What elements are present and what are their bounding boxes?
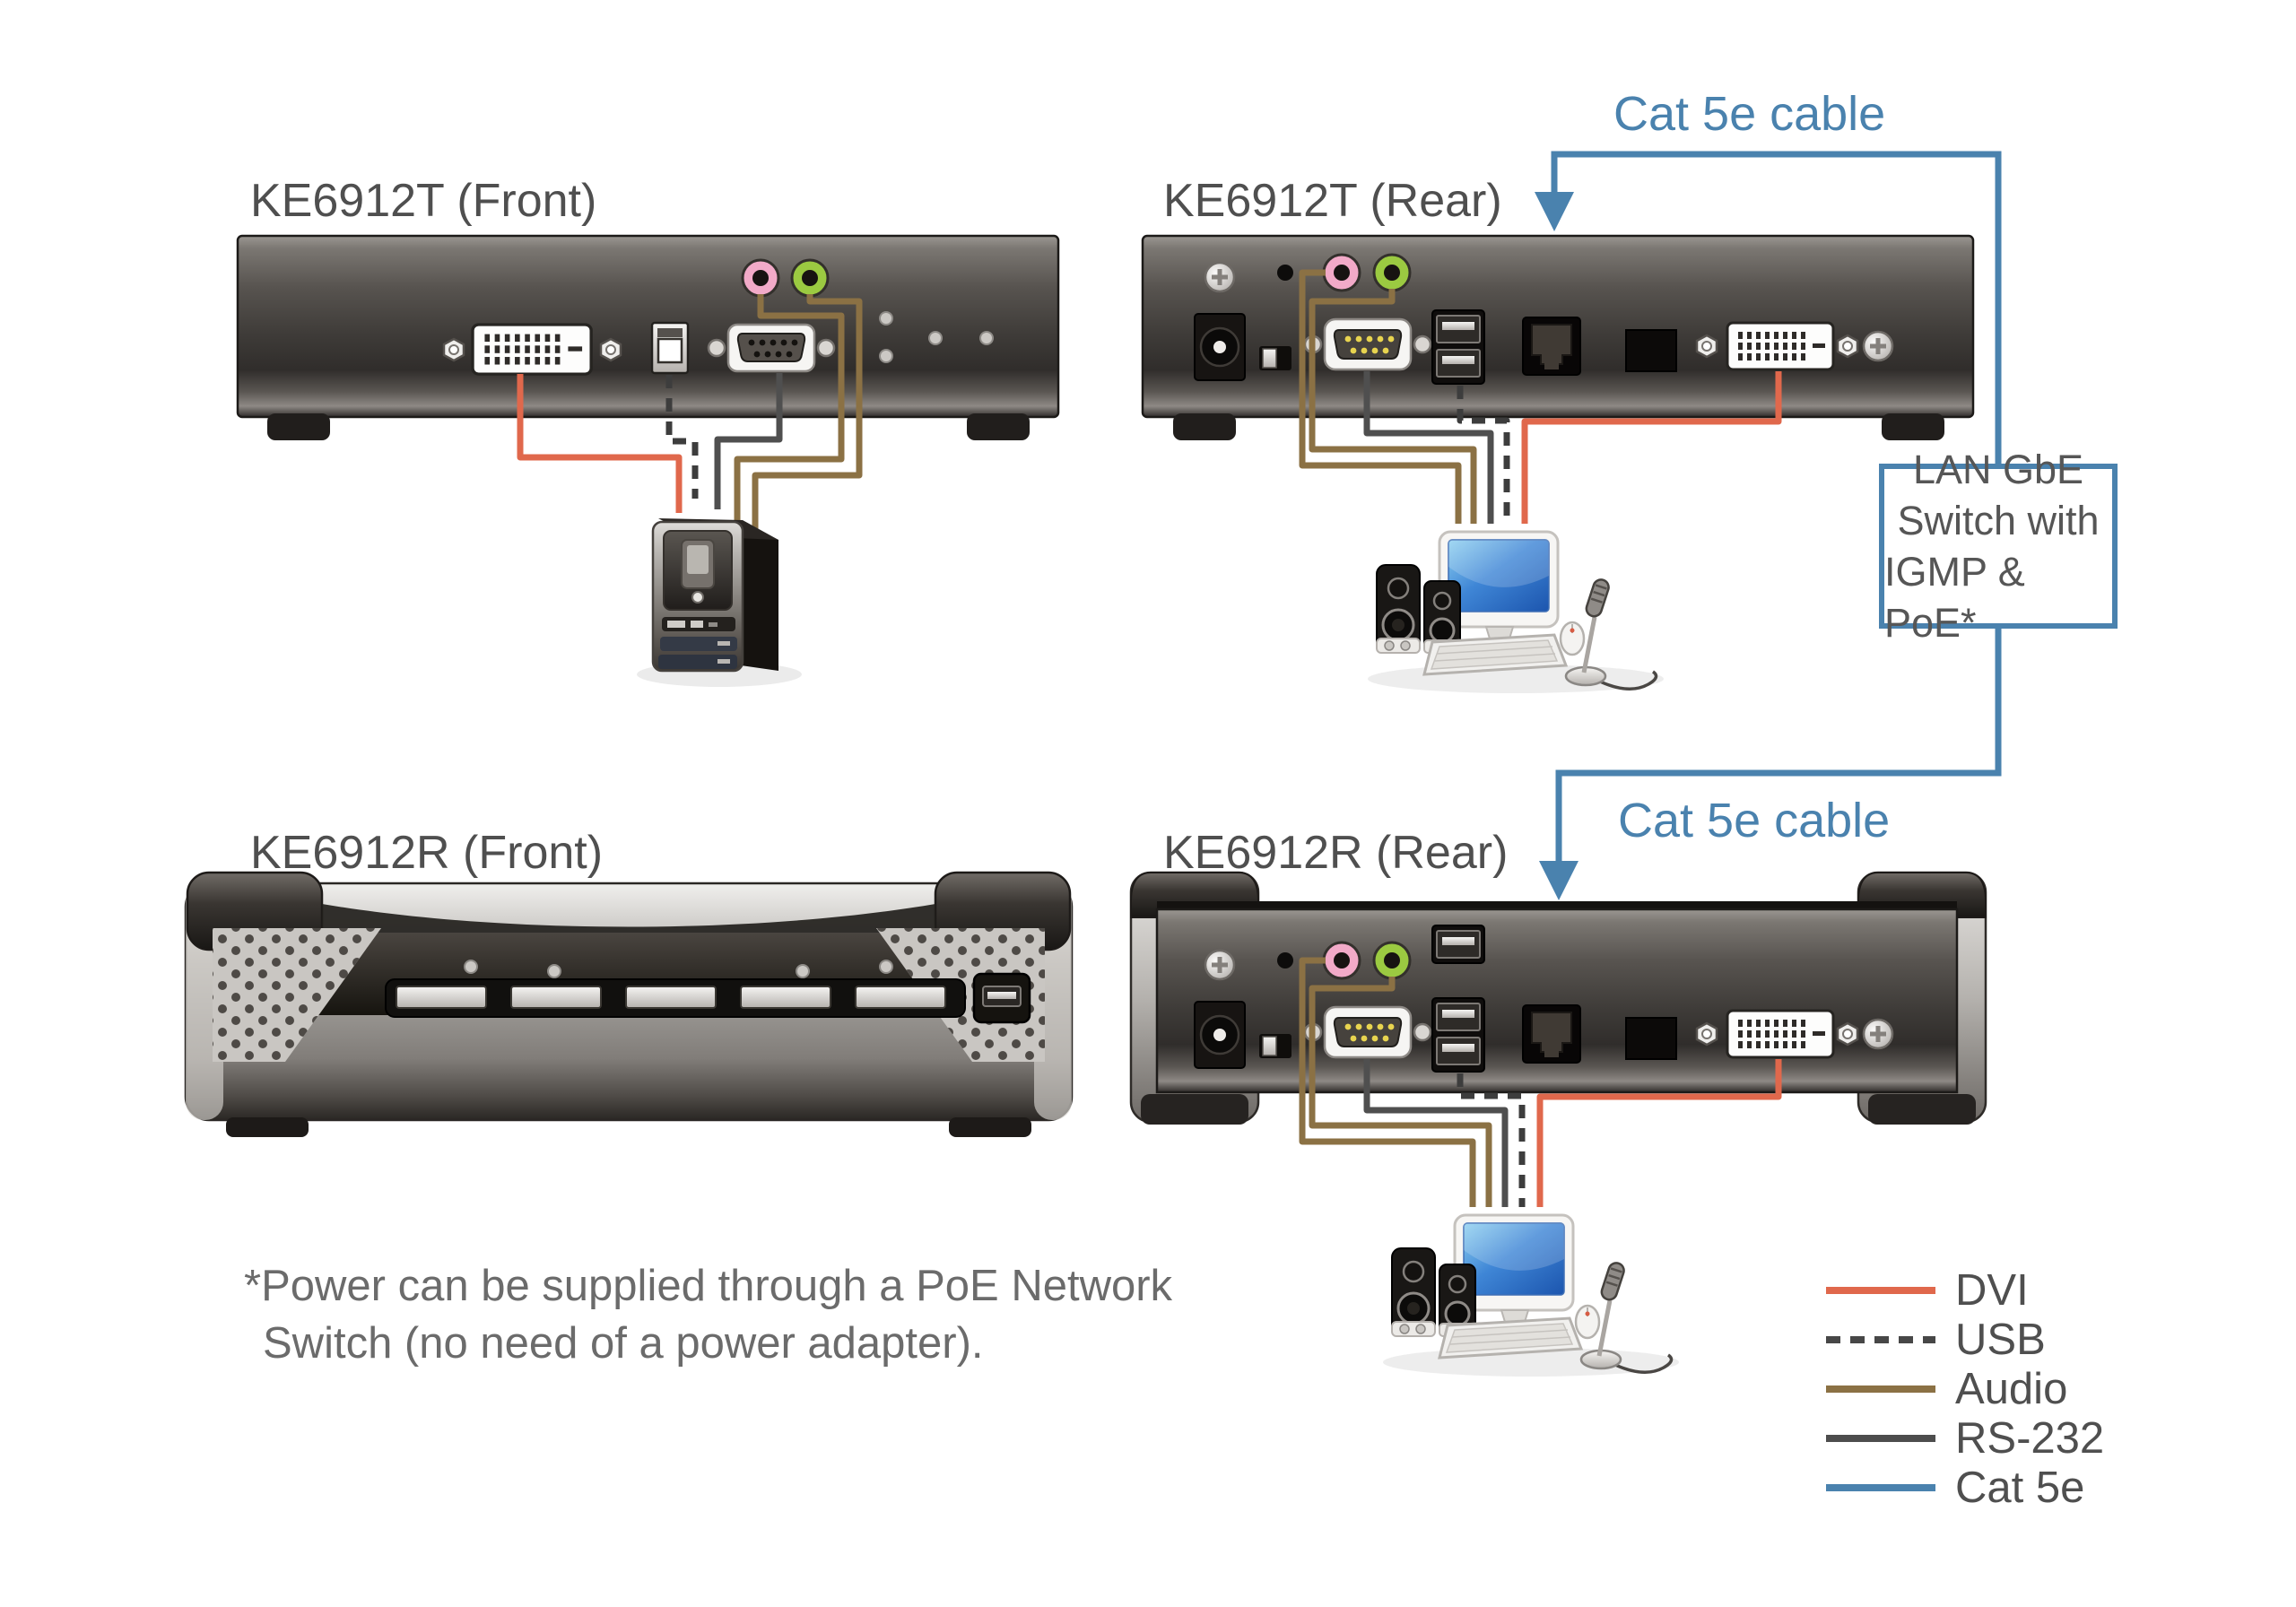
- cable-rs232: [714, 373, 783, 509]
- led-indicator: [979, 331, 994, 345]
- usb-port: [1431, 925, 1485, 964]
- cable-rs232: [1363, 1059, 1509, 1207]
- legend-line-audio-icon: [1826, 1385, 1935, 1393]
- cable-audio-1: [1299, 269, 1462, 524]
- computer-tower: [635, 517, 804, 689]
- cat5e-cable-paths: [1551, 151, 2002, 866]
- cable-audio-1: [1299, 957, 1476, 1207]
- cable-rs232: [1363, 371, 1494, 524]
- legend-item-dvi: DVI: [1826, 1265, 2104, 1315]
- device-foot: [1173, 413, 1236, 440]
- device-ke6912r-front: [184, 871, 1074, 1137]
- title-ke6912r-front: KE6912R (Front): [250, 827, 604, 879]
- device-foot: [949, 1117, 1031, 1137]
- cat5e-arrow-top: [1535, 192, 1574, 231]
- front-usb-port: [972, 972, 1031, 1024]
- device-foot: [267, 413, 330, 440]
- cable-dvi: [1521, 371, 1782, 524]
- legend-item-rs232: RS-232: [1826, 1413, 2104, 1463]
- cat5e-cable-label-middle: Cat 5e cable: [1618, 794, 1891, 847]
- cables-t-front: [517, 294, 863, 533]
- cable-usb: [1457, 386, 1510, 524]
- title-ke6912t-front: KE6912T (Front): [250, 175, 597, 227]
- legend-label-audio: Audio: [1955, 1364, 2068, 1413]
- legend-label-rs232: RS-232: [1955, 1413, 2105, 1463]
- led-indicator: [547, 964, 561, 978]
- led-indicator: [464, 960, 478, 974]
- led-indicator: [928, 331, 943, 345]
- device-ke6912r-rear: [1129, 871, 1987, 1125]
- lan-box-line2: Switch with: [1897, 498, 2100, 543]
- led-indicator: [879, 311, 893, 326]
- usb-b-port: [650, 321, 690, 375]
- legend-item-usb: USB: [1826, 1315, 2104, 1364]
- cables-r-rear: [1299, 957, 1782, 1207]
- cat5e-arrow-bottom: [1539, 861, 1578, 900]
- footnote-line1: *Power can be supplied through a PoE Net…: [244, 1262, 1173, 1310]
- rs232-port: [707, 323, 836, 373]
- led-indicator: [879, 349, 893, 363]
- device-ke6912t-rear: [1141, 234, 1975, 440]
- dvi-port: [471, 323, 593, 376]
- lan-box-line1: LAN GbE: [1912, 447, 2084, 492]
- cat5e-path-bottom: [1555, 627, 2002, 866]
- legend-item-cat5e: Cat 5e: [1826, 1463, 2104, 1512]
- led-indicator: [879, 960, 893, 974]
- hex-nut-icon: [442, 337, 465, 362]
- workstation-bottom: [1383, 1215, 1679, 1377]
- front-button-row: [385, 978, 966, 1018]
- workstation-top: [1368, 532, 1664, 693]
- title-ke6912r-rear: KE6912R (Rear): [1163, 827, 1509, 879]
- cat5e-path-top: [1551, 151, 2002, 465]
- legend-line-cat5e-icon: [1826, 1483, 1935, 1491]
- legend-item-audio: Audio: [1826, 1364, 2104, 1413]
- cable-usb: [665, 375, 699, 499]
- cable-usb: [1457, 1073, 1526, 1207]
- legend: DVI USB Audio RS-232 Cat 5e: [1826, 1265, 2104, 1512]
- footnote-line2: Switch (no need of a power adapter).: [263, 1319, 984, 1368]
- cable-audio-2: [1309, 289, 1477, 524]
- lan-gbe-switch-box: LAN GbE Switch with IGMP & PoE*: [1879, 447, 2118, 646]
- cable-audio-1: [734, 294, 845, 520]
- cable-dvi: [517, 374, 683, 513]
- title-ke6912t-rear: KE6912T (Rear): [1163, 175, 1502, 227]
- cable-audio-2: [1309, 977, 1492, 1207]
- legend-label-usb: USB: [1955, 1315, 2046, 1364]
- legend-line-dvi-icon: [1826, 1286, 1935, 1294]
- cat5e-cable-label-top: Cat 5e cable: [1613, 87, 1886, 141]
- device-foot: [226, 1117, 309, 1137]
- cables-t-rear: [1299, 269, 1782, 524]
- grille-left: [213, 928, 381, 1062]
- legend-line-rs232-icon: [1826, 1434, 1935, 1442]
- device-foot: [1882, 413, 1944, 440]
- device-foot: [967, 413, 1030, 440]
- legend-label-dvi: DVI: [1955, 1265, 2029, 1315]
- legend-label-cat5e: Cat 5e: [1955, 1463, 2085, 1512]
- led-indicator: [796, 964, 810, 978]
- cable-dvi: [1536, 1059, 1782, 1207]
- lan-box-line3: IGMP & PoE*: [1884, 549, 2025, 646]
- cable-audio-2: [752, 294, 863, 533]
- legend-line-usb-icon: [1826, 1335, 1935, 1343]
- device-ke6912t-front: [236, 234, 1060, 440]
- hex-nut-icon: [599, 337, 622, 362]
